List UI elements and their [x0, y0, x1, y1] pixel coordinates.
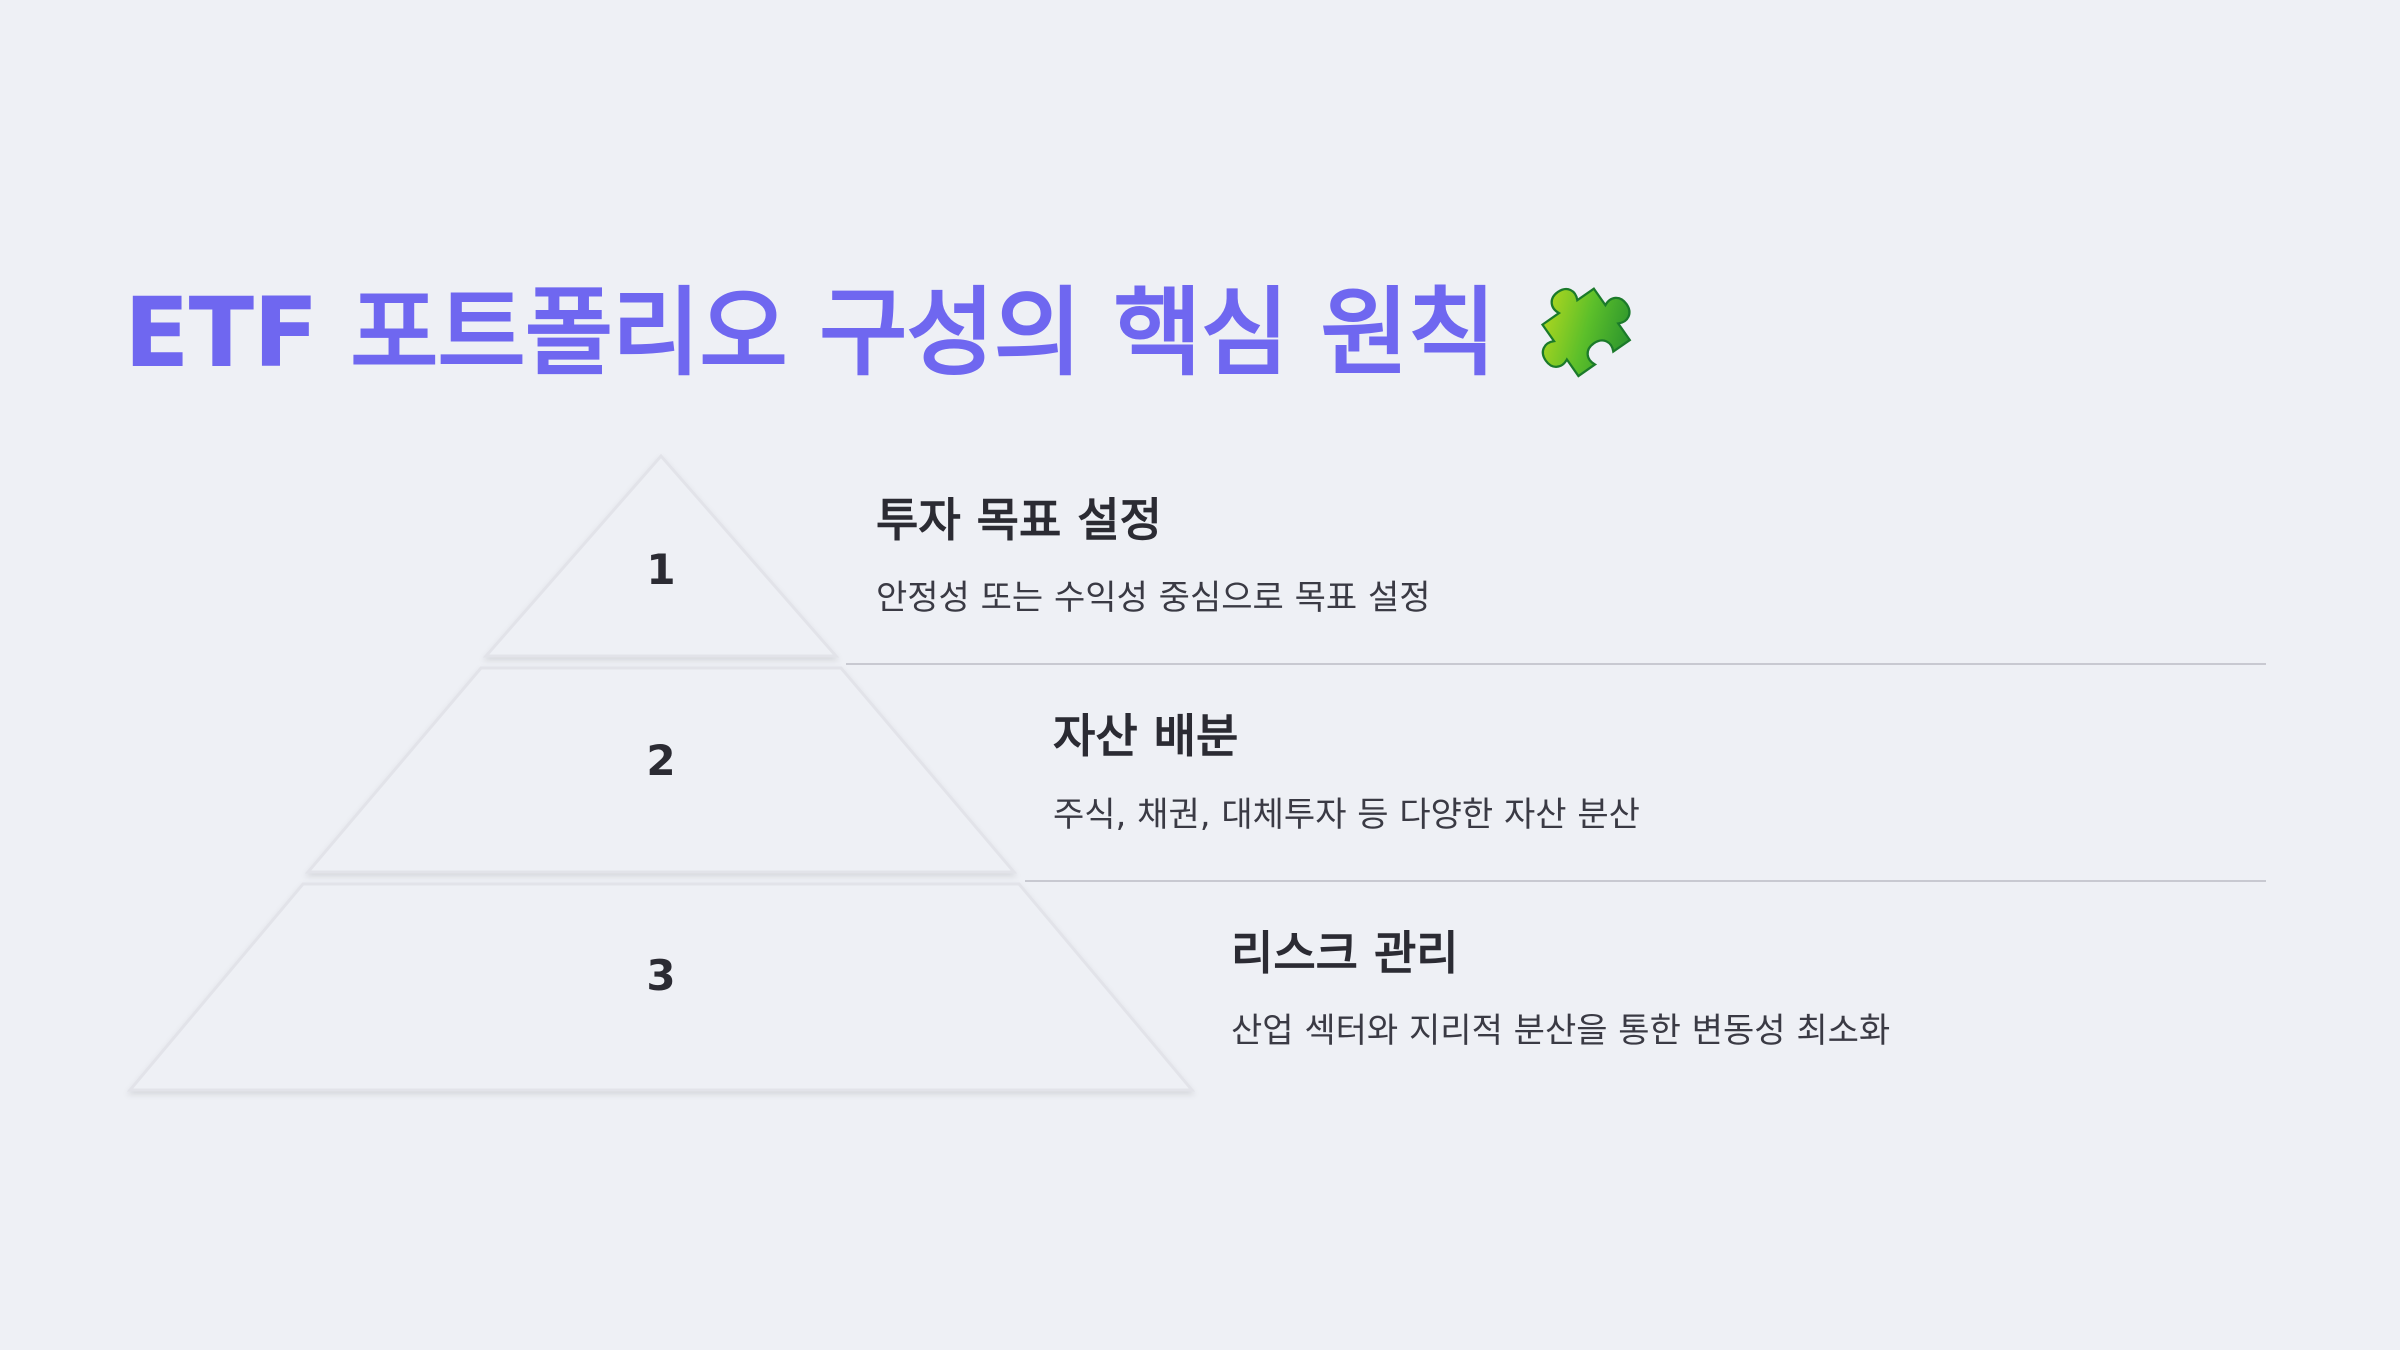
level-number-1: 1 [646, 545, 675, 594]
level-number-3: 3 [646, 951, 675, 1000]
puzzle-piece-icon [1541, 286, 1632, 378]
divider-2 [1025, 880, 2266, 882]
title-text: ETF 포트폴리오 구성의 핵심 원칙 [124, 277, 1496, 389]
pyramid-tier-2 [304, 666, 1018, 874]
level-description-3: 산업 섹터와 지리적 분산을 통한 변동성 최소화 [1231, 1011, 1891, 1051]
level-title-3: 리스크 관리 [1231, 926, 1459, 980]
level-description-2: 주식, 채권, 대체투자 등 다양한 자산 분산 [1053, 795, 1640, 835]
page-title: ETF 포트폴리오 구성의 핵심 원칙 [124, 255, 1637, 394]
divider-1 [846, 663, 2266, 665]
level-title-2: 자산 배분 [1053, 709, 1239, 763]
level-number-2: 2 [646, 736, 675, 785]
pyramid-tier-1 [482, 453, 840, 658]
pyramid-tier-3 [126, 882, 1196, 1092]
level-title-1: 투자 목표 설정 [876, 493, 1162, 547]
level-description-1: 안정성 또는 수익성 중심으로 목표 설정 [876, 578, 1431, 618]
